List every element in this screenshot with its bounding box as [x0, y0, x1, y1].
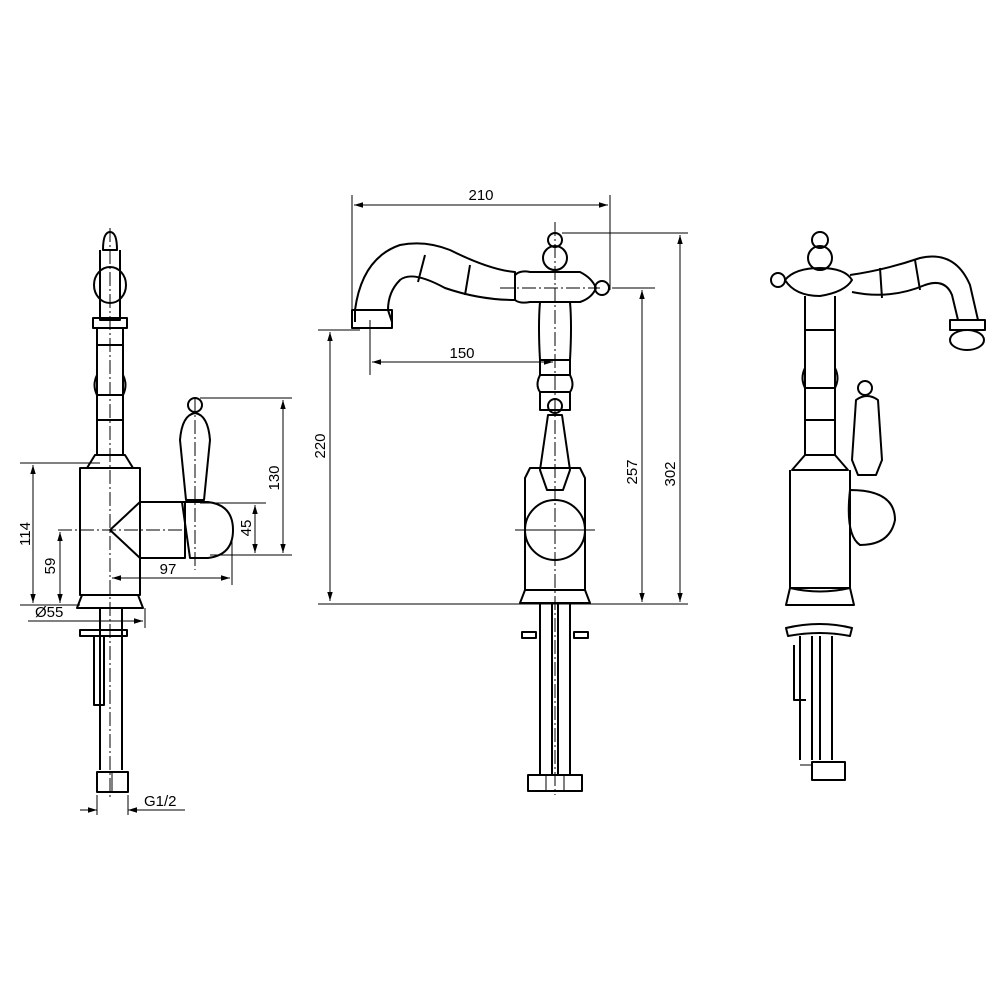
side-view: 114 59 130 45 97 Ø55 G1/2 [17, 228, 292, 815]
perspective-view [770, 231, 986, 781]
dim-45: 45 [238, 520, 255, 537]
dim-97: 97 [160, 561, 177, 578]
dim-59: 59 [42, 558, 59, 575]
dim-thread-g12: G1/2 [144, 793, 177, 810]
dim-diameter-55: Ø55 [35, 604, 63, 621]
dim-302: 302 [662, 461, 679, 486]
dim-130: 130 [266, 465, 283, 490]
dim-150: 150 [449, 345, 474, 362]
dim-220: 220 [312, 433, 329, 458]
dim-114: 114 [17, 522, 34, 546]
front-view: 210 150 220 257 302 [312, 187, 688, 795]
dim-210: 210 [468, 187, 493, 204]
dim-257: 257 [624, 459, 641, 484]
